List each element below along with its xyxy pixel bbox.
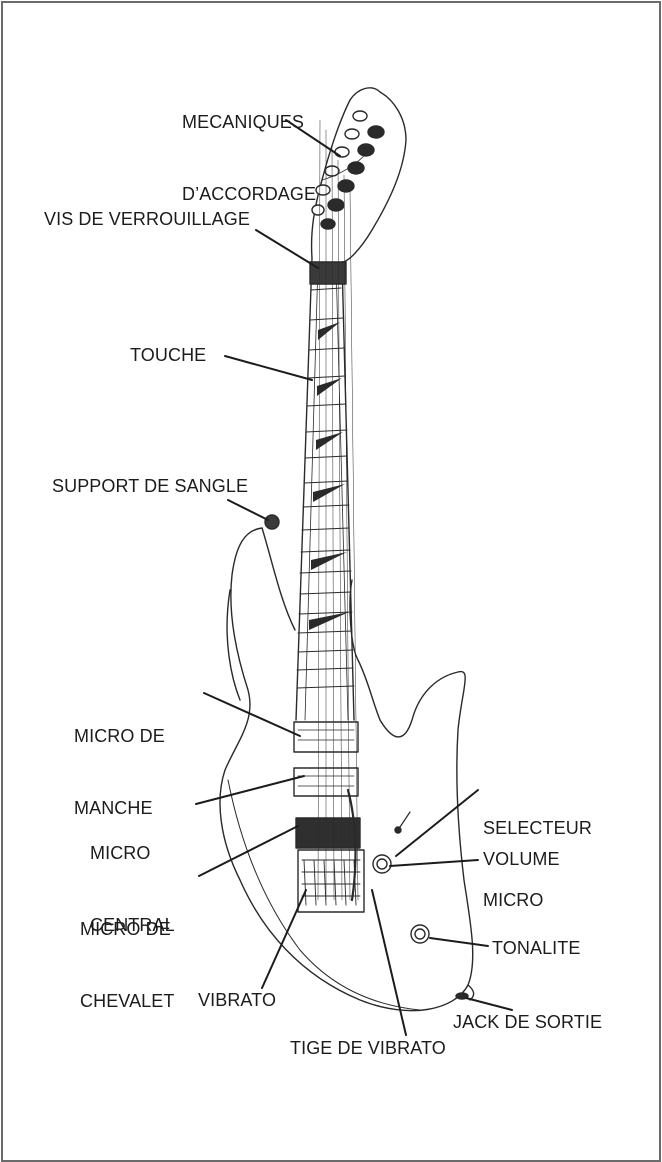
leader-strap-button	[227, 499, 269, 521]
label-middle-pickup: MICRO CENTRAL	[90, 793, 175, 961]
label-pickup-selector: SELECTEUR MICRO	[483, 768, 592, 936]
neck-outline	[295, 257, 355, 721]
fret-inlays	[309, 322, 349, 630]
label-middle-pickup-line2: CENTRAL	[90, 915, 175, 935]
leader-volume	[389, 859, 479, 867]
strings	[317, 119, 359, 901]
label-neck-pickup-line2: MANCHE	[74, 798, 153, 818]
label-tone: TONALITE	[492, 938, 581, 958]
leader-lines	[195, 119, 513, 1036]
tremolo-arm	[346, 788, 357, 902]
label-volume: VOLUME	[483, 849, 560, 869]
leader-pickup-selector	[395, 789, 479, 857]
label-strap-button: SUPPORT DE SANGLE	[52, 476, 249, 496]
leader-middle-pickup	[195, 775, 305, 805]
label-tremolo-arm: TIGE DE VIBRATO	[290, 1038, 446, 1058]
bridge-pickup	[295, 817, 361, 849]
leader-bridge-pickup	[198, 825, 299, 877]
label-vibrato: VIBRATO	[198, 990, 277, 1010]
leader-tuning-machines	[285, 119, 341, 157]
strap-button	[264, 514, 280, 530]
label-middle-pickup-line1: MICRO	[90, 843, 151, 863]
label-tuning-machines-line2: D’ACCORDAGE	[182, 184, 317, 204]
label-locking-nut: VIS DE VERROUILLAGE	[44, 209, 250, 229]
leader-output-jack	[465, 997, 513, 1011]
leader-fingerboard	[224, 355, 313, 381]
label-tuning-machines: MECANIQUES D’ACCORDAGE	[182, 62, 316, 230]
label-bridge-pickup-line2: CHEVALET	[80, 991, 175, 1011]
leader-locking-nut	[255, 229, 319, 269]
leader-vibrato	[261, 889, 307, 989]
output-jack	[455, 992, 469, 1000]
leader-neck-pickup	[203, 692, 301, 737]
label-output-jack: JACK DE SORTIE	[453, 1012, 603, 1032]
locking-nut	[309, 261, 347, 285]
label-tuning-machines-line1: MECANIQUES	[182, 112, 305, 132]
leader-tone	[429, 937, 489, 947]
label-pickup-selector-line1: SELECTEUR	[483, 818, 592, 838]
label-neck-pickup-line1: MICRO DE	[74, 726, 165, 746]
leader-tremolo-arm	[371, 889, 407, 1036]
tuning-pegs	[311, 110, 385, 230]
label-bridge-pickup: MICRO DE CHEVALET	[80, 869, 175, 1037]
label-fingerboard: TOUCHE	[130, 345, 207, 365]
label-neck-pickup: MICRO DE MANCHE	[74, 676, 165, 844]
label-bridge-pickup-line1: MICRO DE	[80, 919, 171, 939]
label-pickup-selector-line2: MICRO	[483, 890, 544, 910]
guitar-body-outline	[219, 527, 474, 1012]
